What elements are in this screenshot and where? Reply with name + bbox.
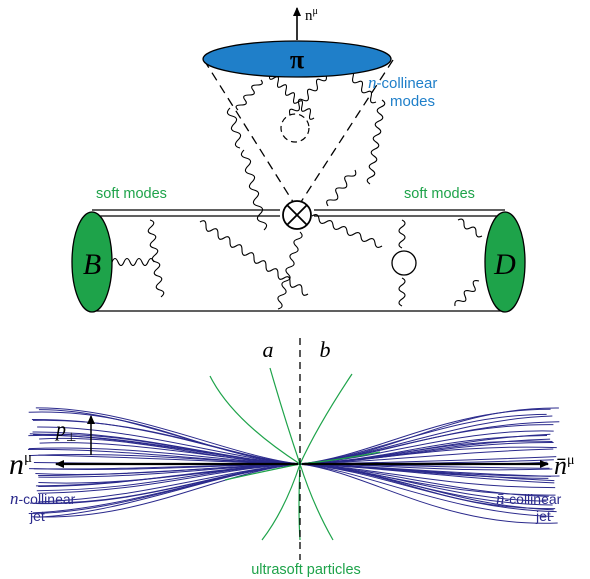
pion-ellipse: [202, 40, 392, 78]
left-jet-track: [32, 463, 301, 518]
ultrasoft-track: [299, 373, 353, 465]
collinear-loop-bubble: [280, 113, 310, 143]
cone-left-edge: [203, 59, 296, 206]
ultrasoft-particles-label: ultrasoft particles: [251, 562, 361, 578]
right-jet-label-line2: jet: [535, 508, 551, 524]
left-jet-track: [32, 419, 301, 465]
gluon-lines: [111, 60, 483, 310]
left-jet-track: [35, 407, 301, 465]
heavy-quark-lines: [92, 209, 505, 312]
otimes-vertex-icon: [282, 200, 312, 230]
left-jet-track: [37, 463, 301, 518]
left-jet-label-line2: jet: [29, 508, 45, 524]
top-diagram: nμ: [71, 6, 526, 313]
d-meson-ellipse: [484, 211, 526, 313]
collinear-modes-label-line2: modes: [390, 93, 435, 110]
right-jet-track: [299, 463, 558, 524]
ultrasoft-track: [299, 463, 334, 541]
left-jet-label: n-collinear: [10, 489, 76, 508]
soft-modes-label-right: soft modes: [404, 186, 475, 202]
right-jet-track: [299, 463, 554, 518]
soft-loop-bubble: [391, 250, 417, 276]
right-jet-label: n̄-collinear: [496, 489, 562, 508]
ultrasoft-track: [224, 463, 301, 481]
left-jet-track: [37, 426, 301, 465]
p-perp-label: p⊥: [54, 419, 76, 444]
ultrasoft-track: [209, 375, 301, 465]
right-jet-track: [299, 463, 556, 510]
b-meson-ellipse: [71, 211, 113, 313]
right-jet-track: [299, 463, 555, 484]
nbar-right-label: n̄μ: [554, 451, 575, 480]
left-jet-track: [38, 463, 301, 494]
bottom-diagram: a b nμ n̄μ p⊥ n-collinear jet n̄-colline…: [9, 337, 575, 578]
right-jet-track: [299, 430, 554, 465]
pion-label: π: [290, 45, 304, 74]
hemisphere-a-label: a: [263, 337, 274, 362]
right-jet-track: [299, 463, 557, 513]
n-axis-label: nμ: [305, 6, 318, 24]
right-jet-track: [299, 448, 554, 465]
hemisphere-b-label: b: [320, 337, 331, 362]
d-meson-label: D: [493, 248, 516, 281]
n-left-label: nμ: [9, 448, 32, 481]
jet-bundle: [28, 367, 560, 541]
soft-modes-label-left: soft modes: [96, 186, 167, 202]
ultrasoft-track: [261, 463, 301, 541]
ultrasoft-track: [269, 367, 301, 465]
right-jet-track: [299, 408, 551, 465]
b-meson-label: B: [83, 248, 101, 281]
collinear-modes-label: n-collinear: [368, 73, 437, 92]
right-jet-track: [299, 413, 547, 465]
